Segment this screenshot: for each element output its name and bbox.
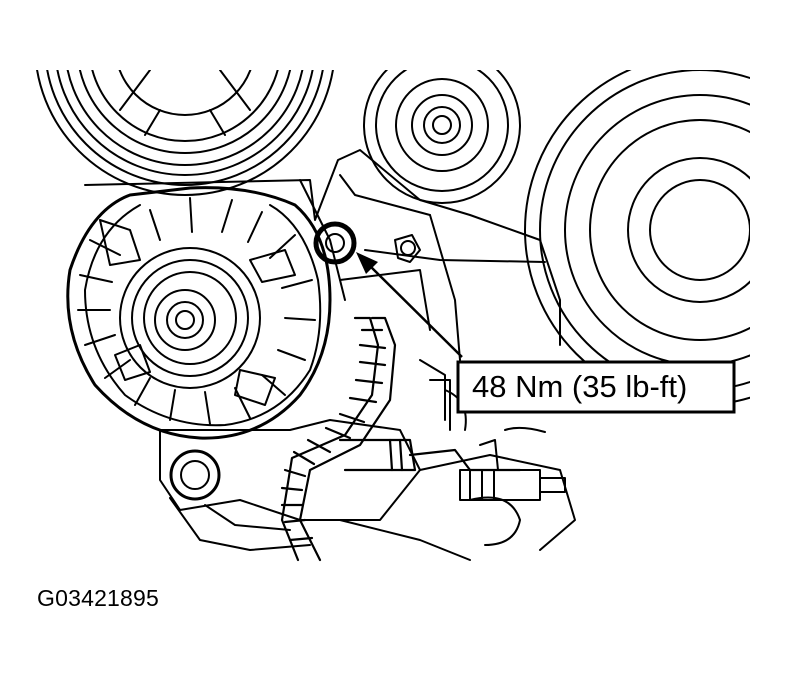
large-pulley-right: [524, 70, 750, 406]
idler-pulley: [363, 70, 521, 204]
callout-leader-arrow: [356, 252, 463, 358]
alternator-lower-bracket: [159, 419, 576, 561]
upper-mounting-bolt: [313, 221, 357, 265]
wiring-harness: [280, 316, 522, 562]
torque-label: 48 Nm (35 lb-ft): [472, 369, 687, 404]
crankshaft-pulley: [36, 70, 334, 196]
connector: [459, 426, 566, 501]
alternator: [66, 186, 332, 440]
engine-bracket: [84, 149, 561, 431]
figure-id-label: G03421895: [37, 585, 160, 611]
torque-callout: 48 Nm (35 lb-ft): [456, 360, 736, 414]
